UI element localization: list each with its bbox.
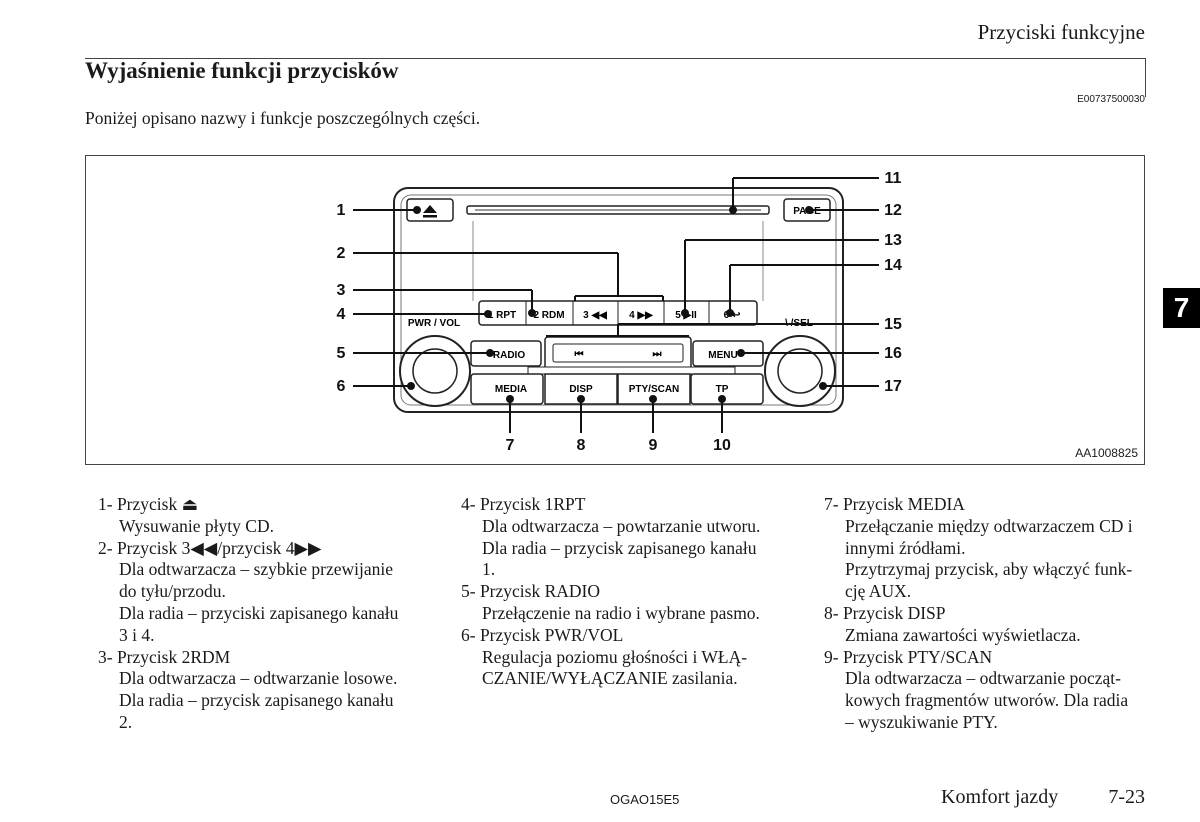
callout-14: 14 [884,257,902,274]
callout-4: 4 [337,306,346,323]
intro-text: Poniżej opisano nazwy i funkcje poszczeg… [85,108,481,128]
callout-13: 13 [884,232,902,249]
item-desc: Dla radia – przycisk zapisanego kanału [482,537,757,558]
callout-5: 5 [337,345,346,362]
svg-text:TP: TP [716,384,729,395]
callout-7: 7 [506,437,515,454]
footer-code: OGAO15E5 [610,792,680,807]
pwr-vol-label: PWR / VOL [408,318,460,329]
item-title: 4- Przycisk 1RPT [461,494,586,514]
item-title: 2- Przycisk 3◀◀/przycisk 4▶▶ [98,537,322,558]
item-title: 5- Przycisk RADIO [461,581,601,602]
callout-8: 8 [577,437,586,454]
seek-back-icon: ⏮ [575,349,584,360]
figure-code: AA1008825 [1075,446,1138,460]
footer-chapter: Komfort jazdy [941,786,1059,808]
item-desc: Dla radia – przycisk zapisanego kanału [119,690,394,711]
item-desc: 1. [482,559,496,580]
svg-text:DISP: DISP [569,384,593,395]
callout-15: 15 [884,316,902,333]
svg-text:MENU: MENU [708,350,737,361]
item-title: 8- Przycisk DISP [824,602,946,623]
item-title: 7- Przycisk MEDIA [824,494,965,514]
item-title: 1- Przycisk ⏏ [98,494,199,514]
callout-17: 17 [884,378,902,395]
item-desc: CZANIE/WYŁĄCZANIE zasilania. [482,668,738,689]
item-desc: do tyłu/przodu. [119,581,226,602]
callout-9: 9 [649,437,658,454]
preset-1-rpt: 1 RPT [488,310,516,321]
item-desc: Regulacja poziomu głośności i WŁĄ- [482,646,748,667]
callout-1: 1 [337,202,346,219]
callout-12: 12 [884,202,902,219]
svg-text:MEDIA: MEDIA [495,384,527,395]
item-desc: Dla odtwarzacza – odtwarzanie począt- [845,668,1121,689]
item-desc: innymi źródłami. [845,537,966,558]
item-title: 6- Przycisk PWR/VOL [461,624,624,645]
radio-figure: PAGE 1 RPT 2 RDM 3 ◀◀ 4 ▶▶ 5 ▶II 6 ↩ PWR… [85,155,1145,465]
preset-2-rdm: 2 RDM [533,310,564,321]
item-desc: 2. [119,711,133,732]
callout-2: 2 [337,245,346,262]
item-desc: Przełączenie na radio i wybrane pasmo. [482,602,760,623]
column-2: 4- Przycisk 1RPT Dla odtwarzacza – powta… [461,494,801,690]
item-desc: Wysuwanie płyty CD. [119,515,274,536]
tp-button [690,373,764,405]
item-desc: Zmiana zawartości wyświetlacza. [845,624,1081,645]
svg-text:PTY/SCAN: PTY/SCAN [629,384,680,395]
seek-forward-icon: ⏭ [653,349,662,360]
item-desc: Dla odtwarzacza – powtarzanie utworu. [482,515,761,536]
preset-4-ff: 4 ▶▶ [629,310,654,321]
column-3: 7- Przycisk MEDIA Przełączanie między od… [824,494,1154,734]
preset-3-rew: 3 ◀◀ [583,310,607,321]
callout-6: 6 [337,378,346,395]
page-number: 7-23 [1108,786,1145,808]
callout-3: 3 [337,282,346,299]
running-header: Przyciski funkcyjne [977,20,1145,44]
item-desc: Dla radia – przyciski zapisanego kanału [119,602,399,623]
item-desc: Przytrzymaj przycisk, aby włączyć funk- [845,559,1133,580]
item-desc: cję AUX. [845,581,912,602]
callout-10: 10 [713,437,731,454]
item-desc: Dla odtwarzacza – szybkie przewijanie [119,559,394,580]
radio-diagram: PAGE 1 RPT 2 RDM 3 ◀◀ 4 ▶▶ 5 ▶II 6 ↩ PWR… [337,170,902,454]
item-title: 3- Przycisk 2RDM [98,646,231,667]
item-desc: – wyszukiwanie PTY. [845,711,998,732]
section-title: Wyjaśnienie funkcji przycisków [85,58,399,83]
item-desc: Przełączanie między odtwarzaczem CD i [845,515,1133,536]
item-title: 9- Przycisk PTY/SCAN [824,646,993,667]
item-desc: kowych fragmentów utworów. Dla radia [845,690,1129,711]
svg-text:RADIO: RADIO [493,350,525,361]
eject-icon [423,205,437,213]
callout-16: 16 [884,345,902,362]
chapter-tab: 7 [1163,288,1200,328]
column-1: 1- Przycisk ⏏ Wysuwanie płyty CD. 2- Prz… [98,494,428,734]
media-button [470,373,544,405]
document-code: E00737500030 [1077,94,1145,105]
callout-11: 11 [885,170,902,187]
title-frame [85,58,1146,97]
item-desc: 3 i 4. [119,624,155,645]
item-desc: Dla odtwarzacza – odtwarzanie losowe. [119,668,398,689]
